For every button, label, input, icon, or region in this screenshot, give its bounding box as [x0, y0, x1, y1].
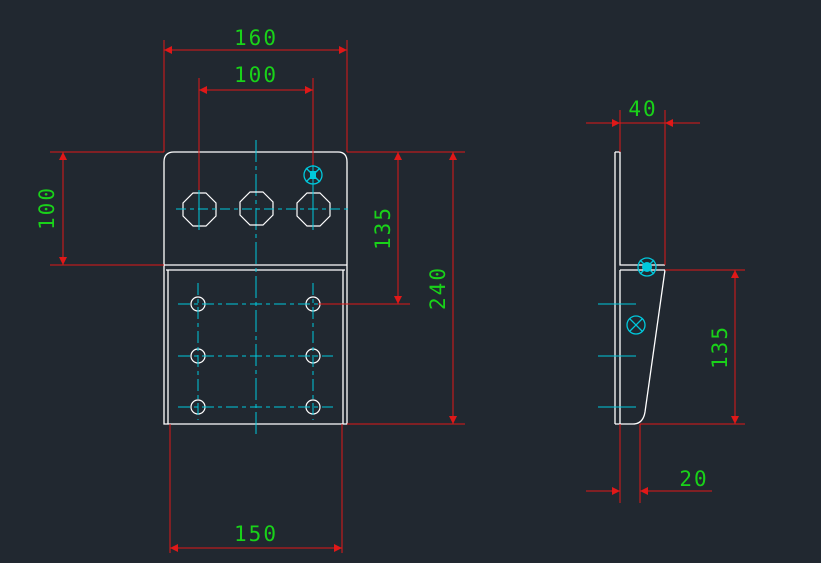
side-dimension-lines [586, 119, 739, 495]
side-hole-centerlines [598, 303, 636, 408]
dim-text-150: 150 [234, 522, 278, 546]
side-extension-lines [619, 110, 745, 503]
dim-text-100-horizontal: 100 [234, 63, 278, 87]
front-crossed-marker [303, 165, 323, 185]
dim-text-20: 20 [679, 467, 708, 491]
side-crossed-marker-top [637, 257, 657, 277]
front-view: 160 100 100 135 240 150 [35, 26, 465, 553]
side-view: 40 135 20 [586, 97, 745, 503]
front-dimension-lines [59, 46, 457, 552]
dim-text-160: 160 [234, 26, 278, 50]
front-upper-holes [182, 191, 331, 227]
dim-text-240: 240 [426, 266, 450, 310]
side-view-outline [614, 151, 666, 425]
upper-hole-left [182, 192, 217, 227]
front-upper-hole-centerlines [176, 160, 350, 230]
front-extension-lines [50, 40, 465, 553]
dim-text-135: 135 [371, 206, 395, 250]
side-crossed-marker [626, 315, 646, 335]
upper-hole-right [296, 192, 331, 227]
upper-hole-middle [239, 191, 274, 226]
dim-text-40: 40 [628, 97, 657, 121]
front-lower-hole-centerlines [178, 283, 333, 420]
dim-text-135-side: 135 [708, 325, 732, 369]
dim-text-100-vertical: 100 [35, 186, 59, 230]
